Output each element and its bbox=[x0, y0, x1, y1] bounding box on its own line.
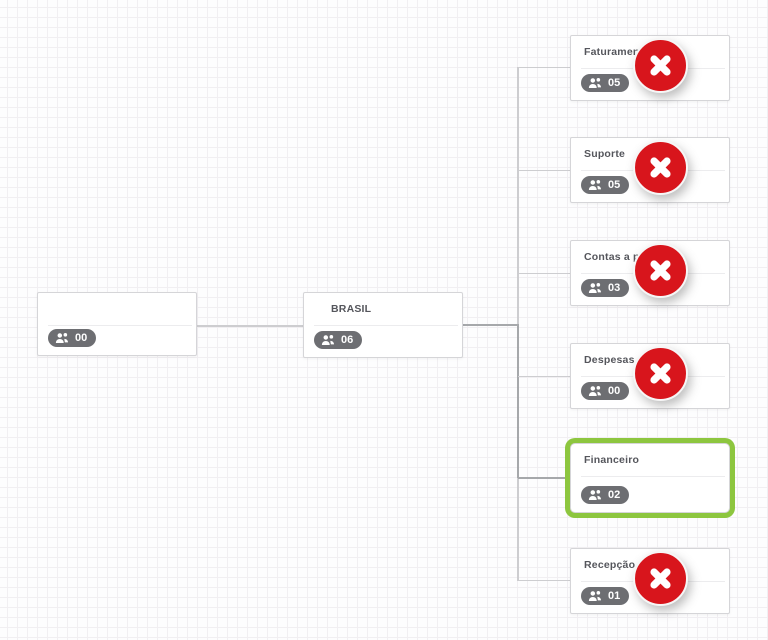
member-count-badge: 05 bbox=[581, 176, 630, 194]
org-node-brasil[interactable]: BRASIL 06 bbox=[303, 292, 463, 358]
connector-branch-financeiro bbox=[518, 477, 565, 479]
x-icon bbox=[650, 157, 671, 178]
x-icon bbox=[650, 363, 671, 384]
connector-branch-recepcao bbox=[518, 580, 570, 581]
member-count-badge: 00 bbox=[48, 329, 97, 347]
node-divider bbox=[48, 325, 192, 326]
node-title: BRASIL bbox=[331, 303, 372, 315]
node-title: Suporte bbox=[584, 148, 626, 160]
node-title: Recepção bbox=[584, 559, 636, 571]
member-count: 00 bbox=[608, 385, 621, 397]
delete-node-button[interactable] bbox=[633, 243, 688, 298]
member-count-badge: 01 bbox=[581, 587, 630, 605]
member-count-badge: 02 bbox=[581, 486, 630, 504]
x-icon bbox=[650, 568, 671, 589]
users-group-icon bbox=[588, 180, 601, 190]
connector-trunk-active-segment bbox=[517, 324, 519, 478]
users-group-icon bbox=[588, 386, 601, 396]
member-count: 00 bbox=[75, 332, 88, 344]
org-node-despesas[interactable]: Despesas 00 bbox=[570, 343, 730, 409]
users-group-icon bbox=[588, 591, 601, 601]
x-icon bbox=[650, 260, 671, 281]
org-node-recepcao[interactable]: Recepção 01 bbox=[570, 548, 730, 614]
org-node-financeiro[interactable]: Financeiro 02 bbox=[570, 443, 730, 513]
member-count: 05 bbox=[608, 179, 621, 191]
delete-node-button[interactable] bbox=[633, 140, 688, 195]
delete-node-button[interactable] bbox=[633, 346, 688, 401]
member-count-badge: 06 bbox=[314, 331, 363, 349]
delete-node-button[interactable] bbox=[633, 38, 688, 93]
delete-node-button[interactable] bbox=[633, 551, 688, 606]
node-divider bbox=[314, 325, 458, 326]
member-count: 02 bbox=[608, 489, 621, 501]
users-group-icon bbox=[55, 333, 68, 343]
node-title: Faturamento bbox=[584, 46, 650, 58]
users-group-icon bbox=[321, 335, 334, 345]
member-count-badge: 00 bbox=[581, 382, 630, 400]
users-group-icon bbox=[588, 490, 601, 500]
org-node-suporte[interactable]: Suporte 05 bbox=[570, 137, 730, 203]
member-count-badge: 05 bbox=[581, 74, 630, 92]
connector-branch-faturamento bbox=[518, 67, 570, 68]
node-title: Financeiro bbox=[584, 454, 640, 466]
node-divider bbox=[581, 476, 725, 477]
member-count: 05 bbox=[608, 77, 621, 89]
member-count: 01 bbox=[608, 590, 621, 602]
org-node-faturamento[interactable]: Faturamento 05 bbox=[570, 35, 730, 101]
users-group-icon bbox=[588, 78, 601, 88]
users-group-icon bbox=[588, 283, 601, 293]
member-count: 03 bbox=[608, 282, 621, 294]
org-node-root[interactable]: 00 bbox=[37, 292, 197, 356]
connector-branch-despesas bbox=[518, 376, 570, 377]
connector-brasil-to-trunk bbox=[463, 324, 518, 326]
member-count: 06 bbox=[341, 334, 354, 346]
connector-root-to-brasil bbox=[197, 325, 303, 327]
node-title: Despesas bbox=[584, 354, 635, 366]
org-node-contas-a-pagar[interactable]: Contas a pagar 03 bbox=[570, 240, 730, 306]
member-count-badge: 03 bbox=[581, 279, 630, 297]
connector-branch-contas bbox=[518, 273, 570, 274]
x-icon bbox=[650, 55, 671, 76]
connector-branch-suporte bbox=[518, 170, 570, 171]
